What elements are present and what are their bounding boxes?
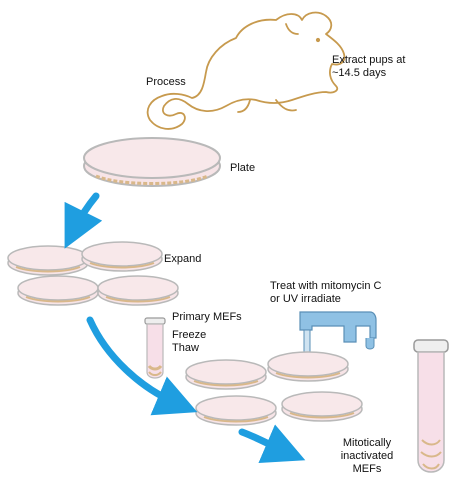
plate-label: Plate	[230, 162, 256, 174]
petri-dish-icon	[281, 391, 363, 422]
petri-dish-icon	[195, 395, 277, 426]
petri-dish-icon	[81, 241, 163, 272]
petri-dish-icon	[185, 359, 267, 390]
petri-dish-icon	[97, 275, 179, 306]
cryo-tube-icon	[144, 317, 166, 379]
extract-pups-label: Extract pups at ~14.5 days	[332, 54, 406, 79]
petri-dish-icon	[185, 351, 363, 426]
petri-dish-icon	[267, 351, 349, 382]
mouse-icon	[146, 11, 346, 130]
petri-dish-icon	[7, 245, 89, 276]
curved-arrow-icon	[64, 192, 306, 464]
process-label: Process	[146, 76, 186, 88]
treat-label: Treat with mitomycin C or UV irradiate	[270, 280, 382, 305]
thaw-label: Thaw	[172, 342, 199, 354]
petri-dish-icon	[17, 275, 99, 306]
freeze-label: Freeze	[172, 329, 207, 341]
petri-dish-icon	[7, 241, 179, 306]
expand-label: Expand	[164, 253, 202, 265]
primary-mefs-label: Primary MEFs	[172, 311, 242, 323]
inactivated-mefs-label: Mitotically inactivated MEFs	[340, 437, 394, 475]
pipette-icon	[299, 311, 377, 365]
petri-dish-icon	[83, 137, 221, 187]
test-tube-icon	[413, 339, 449, 473]
